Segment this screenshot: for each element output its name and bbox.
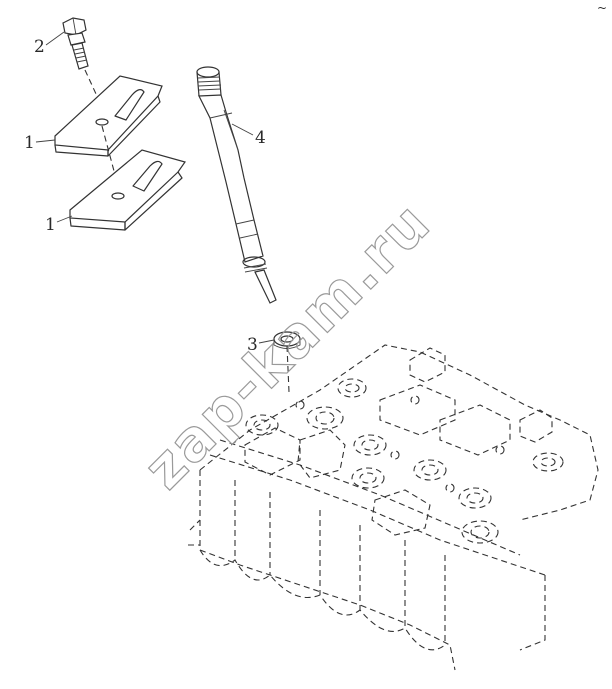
callout-1-lower: 1 xyxy=(45,215,56,235)
callout-4: 4 xyxy=(255,128,266,148)
clamp-lower xyxy=(69,149,186,231)
corner-mark: ~ xyxy=(597,1,607,15)
injector-part xyxy=(196,66,277,304)
callout-2: 2 xyxy=(34,37,45,57)
watermark-text: zap-kam.ru xyxy=(132,190,444,502)
cylinder-head xyxy=(188,344,599,671)
callout-3: 3 xyxy=(247,335,258,355)
callouts: 2 1 1 4 3 xyxy=(24,31,275,355)
callout-1-upper: 1 xyxy=(24,133,35,153)
washer-part xyxy=(273,331,301,393)
